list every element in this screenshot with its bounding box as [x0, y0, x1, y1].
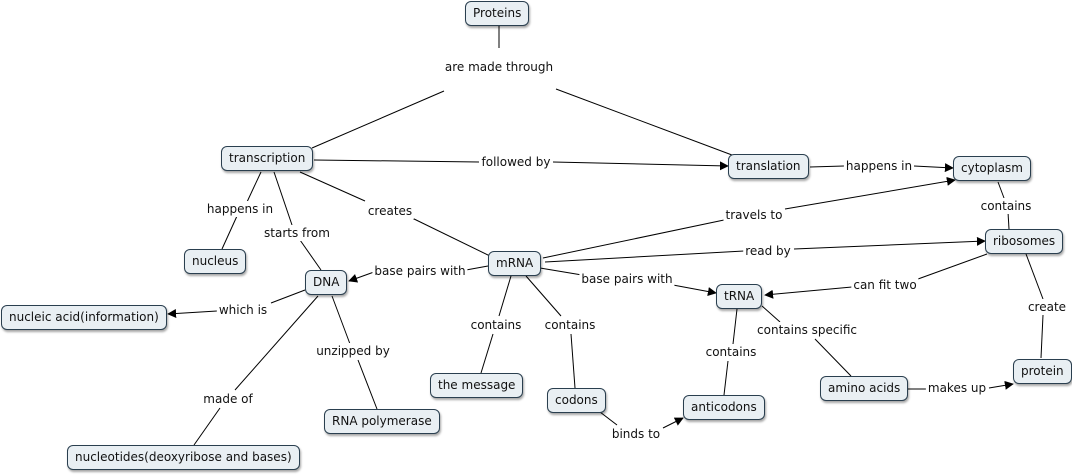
link-unzipped-by: unzipped by — [314, 343, 392, 359]
line-label-to-transcription — [311, 90, 445, 149]
link-starts-from: starts from — [262, 225, 332, 241]
link-read-by: read by — [743, 243, 793, 259]
node-cytoplasm[interactable]: cytoplasm — [953, 156, 1031, 181]
node-nucleus[interactable]: nucleus — [184, 249, 247, 274]
node-ribosomes[interactable]: ribosomes — [985, 229, 1064, 254]
node-anticodons[interactable]: anticodons — [683, 395, 765, 420]
link-creates: creates — [365, 203, 415, 219]
link-are-made-through: are made through — [442, 59, 556, 75]
link-contains-anticodons: contains — [703, 344, 759, 360]
node-transcription[interactable]: transcription — [221, 146, 314, 171]
node-the-message[interactable]: the message — [430, 373, 524, 398]
link-can-fit-two: can fit two — [851, 277, 919, 293]
link-travels-to: travels to — [723, 207, 785, 223]
link-create: create — [1025, 299, 1069, 315]
node-mrna[interactable]: mRNA — [488, 251, 542, 276]
link-made-of: made of — [201, 391, 255, 407]
node-nucleic-acid[interactable]: nucleic acid(information) — [1, 305, 167, 330]
link-which-is: which is — [216, 302, 270, 318]
node-translation[interactable]: translation — [728, 154, 809, 179]
link-contains-ribosomes: contains — [978, 198, 1034, 214]
link-contains-specific: contains specific — [755, 322, 859, 338]
node-protein[interactable]: protein — [1013, 359, 1072, 384]
node-nucleotides[interactable]: nucleotides(deoxyribose and bases) — [67, 445, 300, 470]
link-followed-by: followed by — [479, 154, 553, 170]
link-makes-up: makes up — [925, 380, 989, 396]
link-contains-message: contains — [468, 317, 524, 333]
node-proteins[interactable]: Proteins — [465, 1, 530, 26]
node-trna[interactable]: tRNA — [716, 284, 763, 309]
link-binds-to: binds to — [609, 426, 663, 442]
link-happens-in-cytoplasm: happens in — [843, 158, 915, 174]
link-happens-in-nucleus: happens in — [204, 201, 276, 217]
node-rna-polymerase[interactable]: RNA polymerase — [324, 409, 440, 434]
link-base-pairs-with-dna: base pairs with — [372, 263, 468, 279]
node-dna[interactable]: DNA — [305, 270, 348, 295]
link-contains-codons: contains — [542, 317, 598, 333]
node-codons[interactable]: codons — [547, 388, 606, 413]
line-label-to-translation — [555, 88, 733, 156]
link-base-pairs-with-trna: base pairs with — [579, 271, 675, 287]
node-amino-acids[interactable]: amino acids — [820, 376, 909, 401]
